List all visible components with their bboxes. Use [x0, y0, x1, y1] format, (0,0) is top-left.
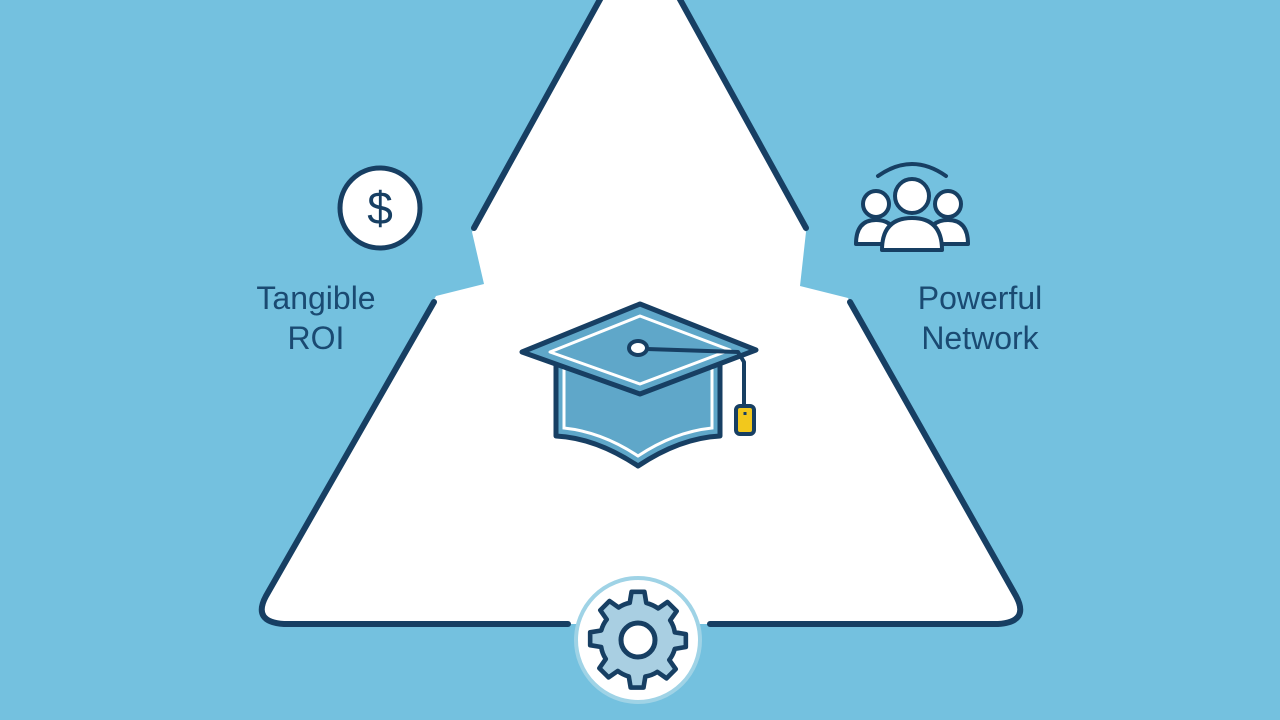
gear-badge: [574, 576, 702, 704]
node-label-line2: Network: [921, 320, 1039, 356]
node-label-tangible-roi: Tangible ROI: [216, 278, 416, 358]
svg-text:$: $: [367, 182, 393, 234]
node-label-powerful-network: Powerful Network: [880, 278, 1080, 358]
dollar-circle-icon: $: [337, 165, 423, 251]
graduation-cap-icon: [519, 301, 759, 469]
gear-icon: [587, 589, 689, 690]
node-label-line1: Powerful: [917, 280, 1043, 316]
people-group-icon: [854, 162, 970, 252]
node-label-line2: ROI: [287, 320, 345, 356]
node-label-line1: Tangible: [256, 280, 376, 316]
